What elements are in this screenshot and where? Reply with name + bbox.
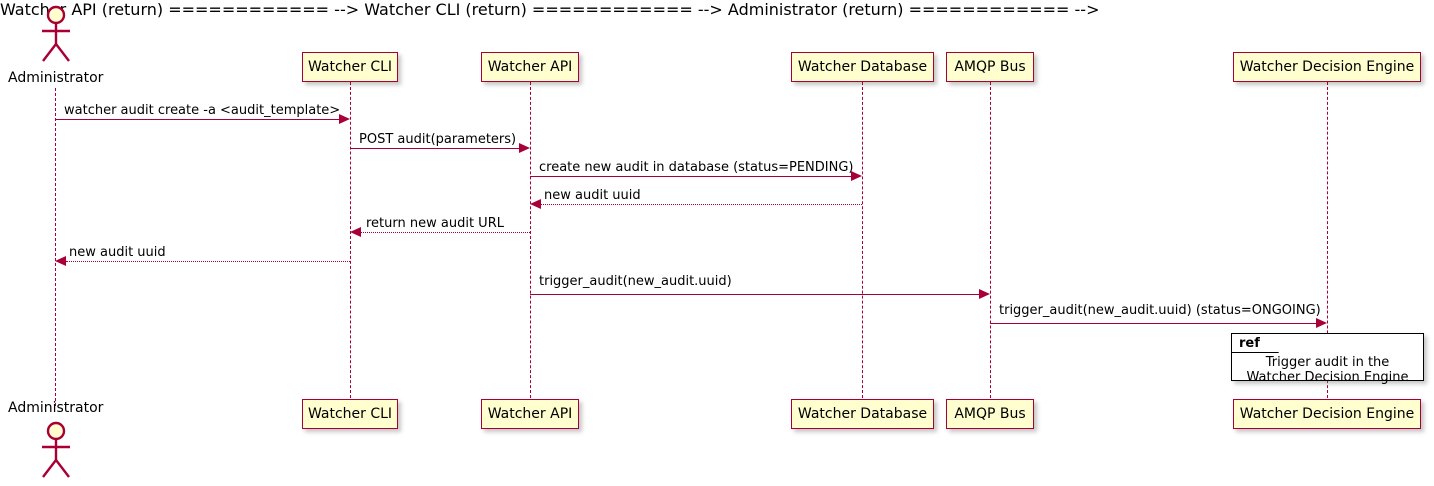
participant-watcher-decision-engine-bottom[interactable]: Watcher Decision Engine: [1233, 399, 1421, 429]
participant-watcher-cli-bottom[interactable]: Watcher CLI: [302, 399, 398, 429]
lifeline-watcher-decision-engine: [1327, 82, 1328, 398]
lifeline-administrator: [55, 88, 56, 406]
message-line-5: [361, 232, 530, 233]
ref-fragment-line-1: Trigger audit in the: [1265, 355, 1390, 370]
message-label-8: trigger_audit(new_audit.uuid) (status=ON…: [999, 303, 1321, 318]
participant-watcher-cli-top[interactable]: Watcher CLI: [302, 52, 398, 82]
message-line-2: [350, 148, 520, 149]
participant-watcher-database-top[interactable]: Watcher Database: [791, 52, 934, 82]
message-arrowhead-1: [339, 114, 350, 124]
message-line-1: [55, 119, 340, 120]
participant-watcher-api-bottom[interactable]: Watcher API: [481, 399, 579, 429]
message-label-5: return new audit URL: [366, 216, 504, 231]
message-label-2: POST audit(parameters): [359, 132, 517, 147]
message-line-8: [990, 323, 1317, 324]
message-label-7: trigger_audit(new_audit.uuid): [539, 274, 732, 289]
participant-amqp-bus-top[interactable]: AMQP Bus: [946, 52, 1034, 82]
message-label-3: create new audit in database (status=PEN…: [539, 160, 854, 175]
message-arrowhead-7: [979, 289, 990, 299]
message-arrowhead-6: [55, 256, 66, 266]
ref-fragment-body: Trigger audit in the Watcher Decision En…: [1232, 355, 1423, 385]
message-arrowhead-4: [530, 199, 541, 209]
message-arrowhead-3: [851, 171, 862, 181]
actor-stick-figure-icon: [42, 421, 70, 478]
message-arrowhead-5: [350, 227, 361, 237]
lifeline-watcher-api: [530, 82, 531, 398]
message-line-3: [530, 176, 852, 177]
message-label-4: new audit uuid: [544, 188, 641, 203]
participant-watcher-api-top[interactable]: Watcher API: [481, 52, 579, 82]
participant-amqp-bus-bottom[interactable]: AMQP Bus: [946, 399, 1034, 429]
message-line-4: [541, 204, 862, 205]
actor-label-administrator-top: Administrator: [8, 70, 104, 86]
participant-watcher-database-bottom[interactable]: Watcher Database: [791, 399, 934, 429]
message-label-6: new audit uuid: [69, 245, 166, 260]
message-line-6: [66, 261, 350, 262]
actor-administrator-top: [33, 4, 79, 64]
ref-fragment-line-2: Watcher Decision Engine: [1246, 370, 1409, 385]
message-arrowhead-2: [519, 143, 530, 153]
message-arrowhead-8: [1316, 318, 1327, 328]
lifeline-amqp-bus: [990, 82, 991, 398]
message-line-7: [530, 294, 980, 295]
lifeline-watcher-database: [862, 82, 863, 398]
ref-fragment: ref Trigger audit in the Watcher Decisio…: [1231, 333, 1424, 385]
message-label-1: watcher audit create -a <audit_template>: [64, 103, 341, 118]
participant-watcher-decision-engine-top[interactable]: Watcher Decision Engine: [1233, 52, 1421, 82]
actor-administrator-bottom: [33, 420, 79, 480]
lifeline-watcher-cli: [350, 82, 351, 398]
ref-fragment-tab: ref: [1232, 334, 1279, 353]
actor-stick-figure-icon: [42, 5, 70, 62]
actor-label-administrator-bottom: Administrator: [8, 400, 104, 416]
